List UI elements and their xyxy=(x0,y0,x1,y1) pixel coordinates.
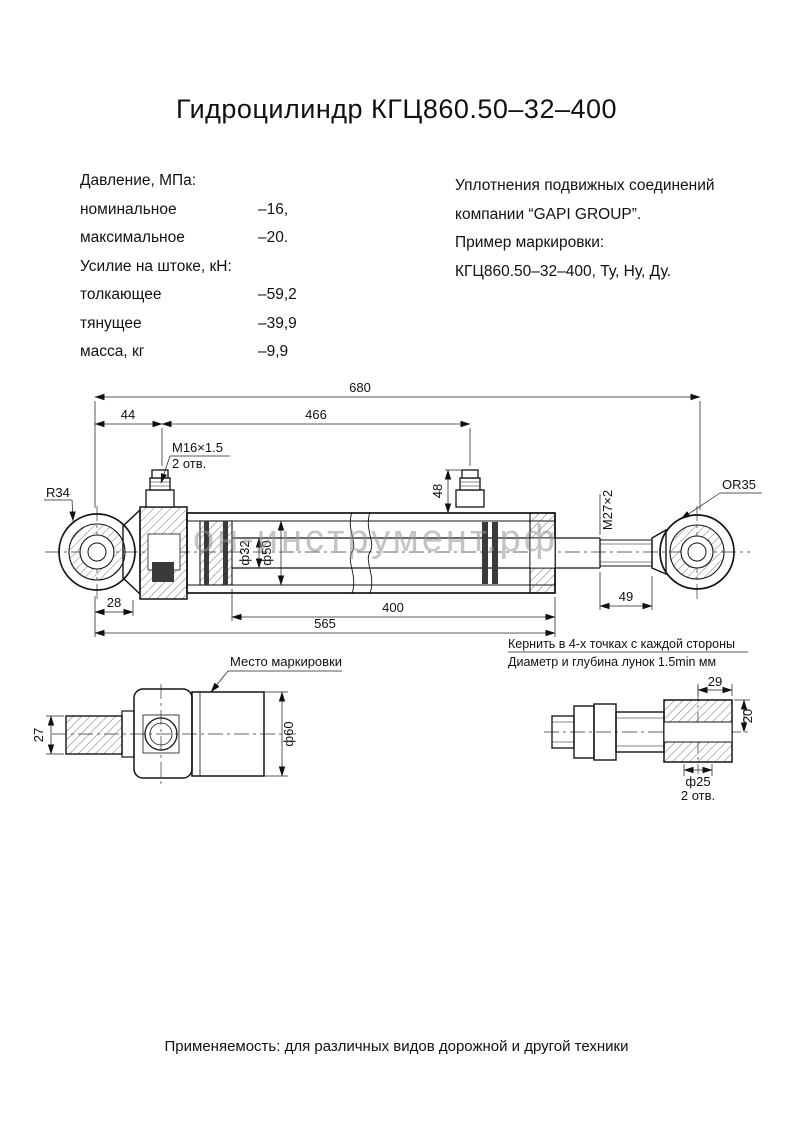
piston xyxy=(199,520,233,586)
dim-port1-offset: 44 xyxy=(121,407,135,422)
spec-table: Давление, МПа: номинальное –16, максимал… xyxy=(80,167,350,367)
dim-29: 29 xyxy=(708,674,722,689)
label-port-holes: 2 отв. xyxy=(172,456,206,471)
label-port-thread: M16×1.5 xyxy=(172,440,223,455)
spec-label: Давление, МПа: xyxy=(80,172,197,189)
detail-left-labels: Место маркировки 27 ф60 xyxy=(31,654,342,747)
spec-row-pressure-header: Давление, МПа: xyxy=(80,167,350,196)
break-line xyxy=(367,511,373,595)
spec-label: максимальное xyxy=(80,229,185,246)
dim-rod-end-length: 49 xyxy=(619,589,633,604)
dimension-labels: 680 44 466 M16×1.5 2 отв. 48 M27×2 R34 O… xyxy=(46,380,756,631)
note-line: компании “GAPI GROUP”. xyxy=(455,205,642,223)
spec-value: –9,9 xyxy=(258,343,289,360)
right-rod-eye xyxy=(659,514,735,590)
dim-20: 20 xyxy=(740,709,755,723)
spec-label: толкающее xyxy=(80,286,162,303)
dim-overall-length: 680 xyxy=(349,380,371,395)
spec-label: тянущее xyxy=(80,314,142,332)
spec-row-pull: тянущее –39,9 xyxy=(80,310,350,339)
label-right-eye-bore: OR35 xyxy=(722,477,756,492)
dim-body-dia: ф60 xyxy=(281,721,296,746)
port-fitting-left xyxy=(145,469,175,508)
dim-ports-span: 466 xyxy=(305,407,327,422)
spec-label: номинальное xyxy=(80,200,177,218)
break-line xyxy=(349,511,355,595)
rod-seals xyxy=(482,522,498,584)
dim-detail-width: 27 xyxy=(31,728,46,742)
dim-hole-dia: ф25 xyxy=(685,774,710,789)
note-punch-line1: Кернить в 4-х точках с каждой стороны xyxy=(508,637,735,651)
dimension-lines xyxy=(44,393,762,637)
spec-value: –20. xyxy=(258,229,289,246)
note-line: КГЦ860.50–32–400, Ту, Ну, Ду. xyxy=(455,262,672,280)
detail-right-labels: Кернить в 4-х точках с каждой стороны Ди… xyxy=(508,637,755,803)
note-punch-line2: Диаметр и глубина лунок 1.5min мм xyxy=(508,655,716,669)
left-rod-eye xyxy=(58,508,141,596)
spec-row-force-header: Усилие на штоке, кН: xyxy=(80,253,350,282)
spec-row-maximum: максимальное –20. xyxy=(80,224,350,253)
dim-stroke-length: 400 xyxy=(382,600,404,615)
detail-right-view xyxy=(551,699,733,763)
label-hole-count: 2 отв. xyxy=(681,788,715,803)
spec-label: Усилие на штоке, кН: xyxy=(80,257,232,275)
piston-rod xyxy=(232,537,653,569)
label-left-eye-radius: R34 xyxy=(46,485,70,500)
dim-base-offset: 28 xyxy=(107,595,121,610)
applicability-note: Применяемость: для различных видов дорож… xyxy=(164,1038,629,1055)
right-eye-boss xyxy=(651,528,667,576)
spec-value: –16, xyxy=(258,200,289,218)
spec-row-push: толкающее –59,2 xyxy=(80,281,350,310)
callout-marking-place: Место маркировки xyxy=(230,654,342,669)
dim-closed-length: 565 xyxy=(314,616,336,631)
label-rod-thread: M27×2 xyxy=(600,490,615,530)
note-line: Уплотнения подвижных соединений xyxy=(455,177,715,194)
notes-block: Уплотнения подвижных соединений компании… xyxy=(455,172,715,286)
dim-port-height: 48 xyxy=(430,484,445,498)
note-line: Пример маркировки: xyxy=(455,234,605,251)
drawing-title: Гидроцилиндр КГЦ860.50–32–400 xyxy=(175,94,618,124)
dim-rod-dia: ф32 xyxy=(237,540,252,565)
dim-bore-dia: ф50 xyxy=(259,540,274,565)
detail-right-dimension-lines xyxy=(508,651,750,776)
cylinder-head xyxy=(139,506,188,600)
spec-row-mass: масса, кг –9,9 xyxy=(80,338,350,367)
spec-row-nominal: номинальное –16, xyxy=(80,196,350,225)
cylinder-assembly xyxy=(58,469,735,600)
detail-left-view xyxy=(65,688,265,779)
port-fitting-right xyxy=(455,469,485,508)
spec-label: масса, кг xyxy=(80,343,145,360)
spec-value: –39,9 xyxy=(258,314,297,332)
detail-left-dimension-lines xyxy=(46,670,342,777)
spec-value: –59,2 xyxy=(258,286,297,303)
gland xyxy=(529,512,556,594)
